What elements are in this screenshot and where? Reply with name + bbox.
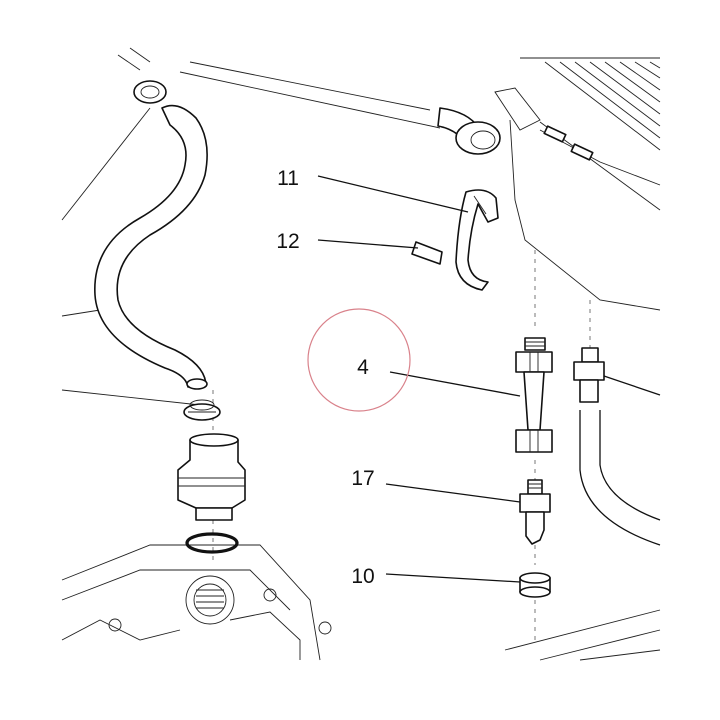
hose-clamp-top (133, 80, 167, 104)
hose-clamp-lower (183, 399, 221, 421)
leader-17 (385, 483, 521, 503)
part-17-bolt (519, 479, 551, 545)
hose-upper-right (437, 107, 501, 155)
leader-10 (385, 573, 521, 583)
leader-11 (317, 175, 469, 213)
leader-4 (389, 371, 521, 397)
part-4-stud (515, 337, 553, 453)
o-ring (185, 532, 239, 554)
callout-17: 17 (351, 467, 374, 490)
callout-11: 11 (277, 167, 299, 190)
hose-upper-left (94, 104, 208, 390)
radiator-fins (544, 61, 661, 151)
part-11-bracket (455, 189, 499, 291)
callout-4: 4 (357, 356, 369, 379)
callout-12: 12 (276, 230, 299, 253)
leader-lines (317, 175, 521, 583)
right-fitting (573, 347, 661, 403)
callout-4-highlight-circle (307, 308, 411, 412)
part-10-washer (519, 572, 551, 598)
leader-12 (317, 239, 419, 249)
part-12-pin (411, 241, 443, 265)
hose-fitting (177, 433, 246, 521)
background-outlines (61, 47, 661, 661)
callout-10: 10 (351, 565, 374, 588)
